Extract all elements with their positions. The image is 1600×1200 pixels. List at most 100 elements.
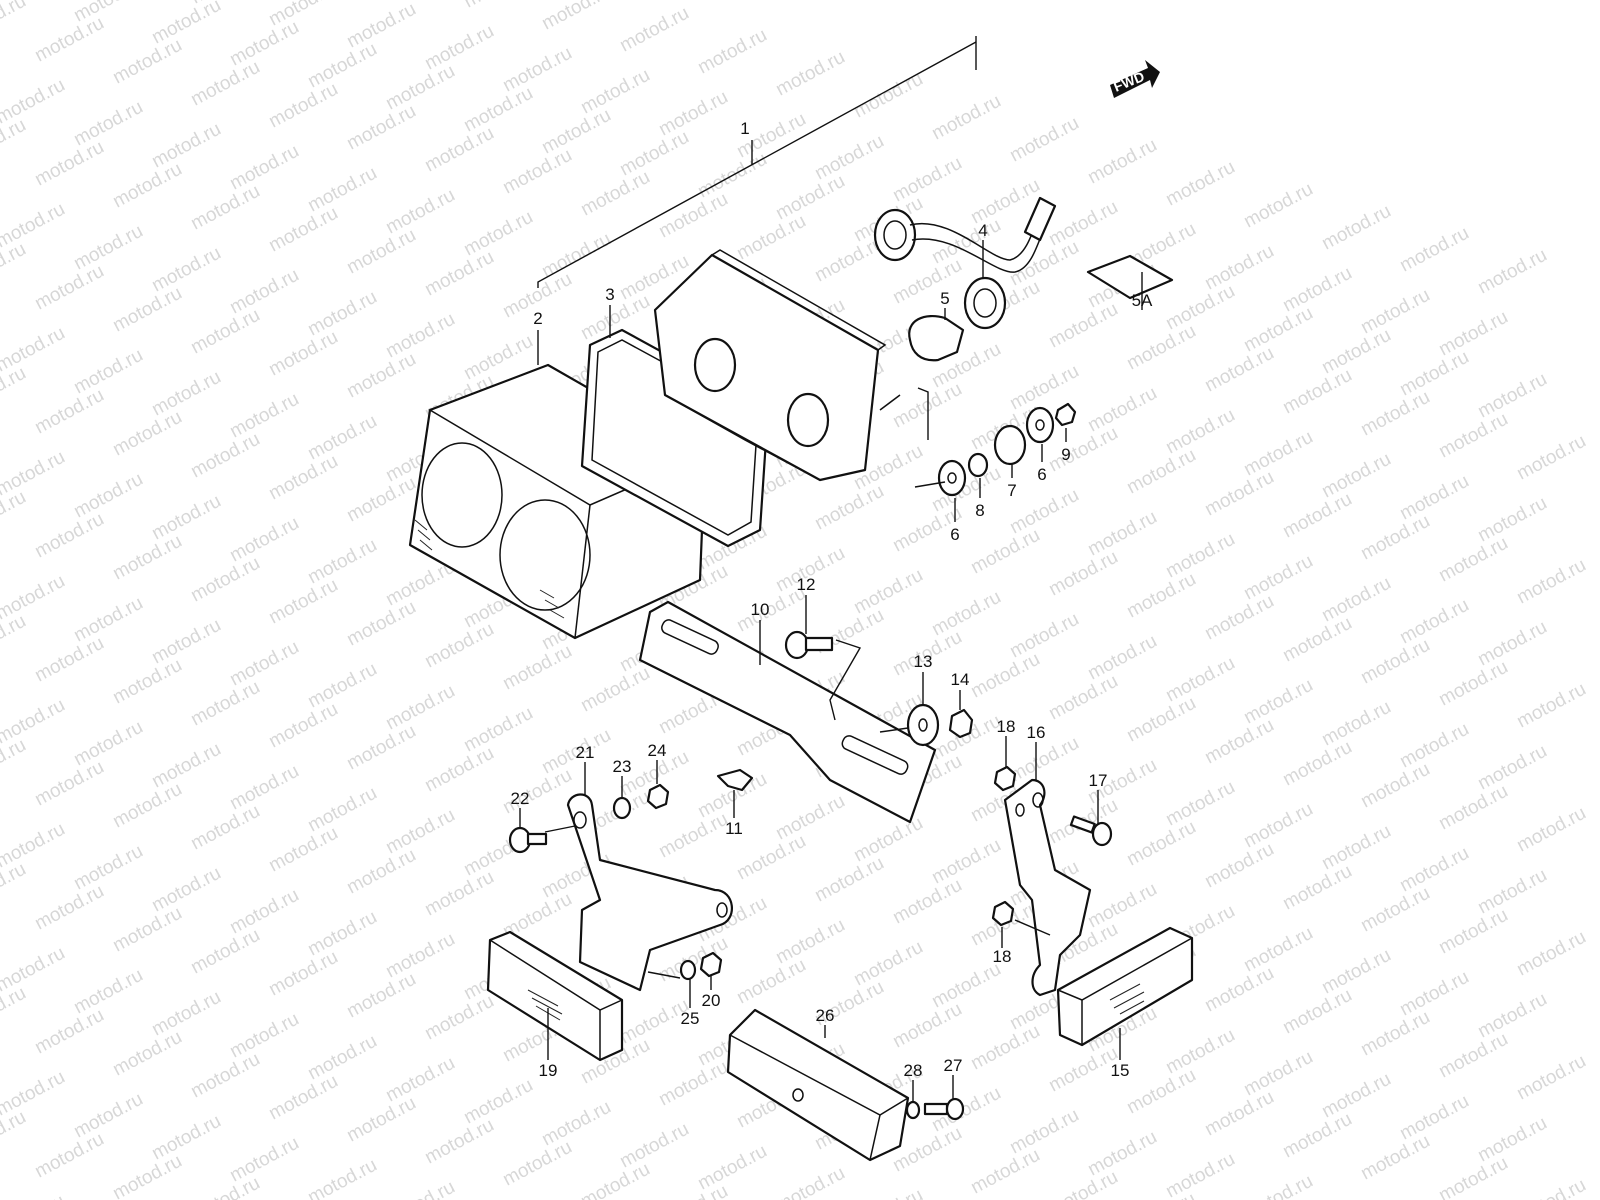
watermark-text: motod.ru xyxy=(1240,427,1316,481)
watermark-text: motod.ru xyxy=(1396,719,1472,773)
bulb xyxy=(908,314,965,362)
watermark-text: motod.ru xyxy=(1240,923,1316,977)
watermark-text: motod.ru xyxy=(616,127,692,181)
watermark-text: motod.ru xyxy=(1240,1047,1316,1101)
watermark-text: motod.ru xyxy=(655,1057,731,1111)
watermark-text: motod.ru xyxy=(811,481,887,535)
watermark-text: motod.ru xyxy=(421,247,497,301)
watermark-text: motod.ru xyxy=(265,699,341,753)
watermark-text: motod.ru xyxy=(1123,693,1199,747)
watermark-text: motod.ru xyxy=(109,1027,185,1081)
watermark-text: motod.ru xyxy=(70,345,146,399)
callout-5: 5 xyxy=(940,289,949,308)
watermark-text: motod.ru xyxy=(148,739,224,793)
watermark-text: motod.ru xyxy=(31,137,107,191)
watermark-text: motod.ru xyxy=(1396,471,1472,525)
watermark-text: motod.ru xyxy=(1045,547,1121,601)
watermark-text: motod.ru xyxy=(226,1133,302,1187)
callout-13: 13 xyxy=(914,652,933,671)
watermark-text: motod.ru xyxy=(1474,369,1550,423)
watermark-text: motod.ru xyxy=(538,1097,614,1151)
watermark-text: motod.ru xyxy=(421,123,497,177)
watermark-text: motod.ru xyxy=(1084,135,1160,189)
watermark-text: motod.ru xyxy=(577,65,653,119)
watermark-text: motod.ru xyxy=(148,863,224,917)
watermark-text: motod.ru xyxy=(304,535,380,589)
watermark-text: motod.ru xyxy=(343,845,419,899)
watermark-text: motod.ru xyxy=(382,61,458,115)
watermark-text: motod.ru xyxy=(1474,741,1550,795)
watermark-text: motod.ru xyxy=(304,1031,380,1085)
watermark-text: motod.ru xyxy=(1357,1131,1433,1185)
watermark-text: motod.ru xyxy=(226,1009,302,1063)
watermark-text: motod.ru xyxy=(1123,445,1199,499)
watermark-text: motod.ru xyxy=(1045,299,1121,353)
watermark-text: motod.ru xyxy=(1435,307,1511,361)
watermark-text: motod.ru xyxy=(889,875,965,929)
watermark-text: motod.ru xyxy=(109,283,185,337)
watermark-text: motod.ru xyxy=(772,791,848,845)
watermark-text: motod.ru xyxy=(1162,653,1238,707)
watermark-text: motod.ru xyxy=(343,349,419,403)
watermark-text: motod.ru xyxy=(343,721,419,775)
bolt-17 xyxy=(1069,815,1113,847)
watermark-text: motod.ru xyxy=(1435,533,1511,587)
watermark-text: motod.ru xyxy=(1435,1153,1511,1200)
watermark-text: motod.ru xyxy=(499,1137,575,1191)
callout-7: 7 xyxy=(1007,481,1016,500)
watermark-text: motod.ru xyxy=(772,915,848,969)
watermark-text: motod.ru xyxy=(1162,1149,1238,1200)
lamp-housing xyxy=(653,249,901,482)
watermark-text: motod.ru xyxy=(850,937,926,991)
watermark-text: motod.ru xyxy=(1318,1069,1394,1123)
watermark-text: motod.ru xyxy=(1474,493,1550,547)
watermark-text: motod.ru xyxy=(499,641,575,695)
watermark-text: motod.ru xyxy=(1435,1029,1511,1083)
watermark-text: motod.ru xyxy=(928,835,1004,889)
watermark-text: motod.ru xyxy=(1318,697,1394,751)
watermark-text: motod.ru xyxy=(70,97,146,151)
watermark-text: motod.ru xyxy=(850,565,926,619)
clip-11 xyxy=(716,768,754,792)
watermark-text: motod.ru xyxy=(1084,879,1160,933)
watermark-text: motod.ru xyxy=(1162,777,1238,831)
watermark-text: motod.ru xyxy=(577,167,653,221)
watermark-text: motod.ru xyxy=(538,229,614,283)
nut-18-upper xyxy=(993,765,1017,792)
watermark-text: motod.ru xyxy=(109,903,185,957)
watermark-text: motod.ru xyxy=(1435,781,1511,835)
watermark-text: motod.ru xyxy=(499,145,575,199)
watermark-text: motod.ru xyxy=(655,809,731,863)
watermark-text: motod.ru xyxy=(382,805,458,859)
watermark-text: motod.ru xyxy=(694,1141,770,1195)
watermark-text: motod.ru xyxy=(382,1177,458,1200)
watermark-text: motod.ru xyxy=(538,0,614,34)
watermark-text: motod.ru xyxy=(1396,843,1472,897)
watermark-text: motod.ru xyxy=(226,513,302,567)
nut-24 xyxy=(646,783,670,810)
watermark-text: motod.ru xyxy=(1396,595,1472,649)
watermark-text: motod.ru xyxy=(304,163,380,217)
callout-28: 28 xyxy=(904,1061,923,1080)
watermark-text: motod.ru xyxy=(1240,799,1316,853)
watermark-text: motod.ru xyxy=(148,491,224,545)
watermark-text: motod.ru xyxy=(1162,529,1238,583)
watermark-text: motod.ru xyxy=(187,677,263,731)
callout-9: 9 xyxy=(1061,445,1070,464)
watermark-text: motod.ru xyxy=(187,305,263,359)
watermark-text: motod.ru xyxy=(928,959,1004,1013)
watermark-text: motod.ru xyxy=(1513,927,1589,981)
license-light-26 xyxy=(726,1008,910,1162)
watermark-text: motod.ru xyxy=(226,141,302,195)
watermark-text: motod.ru xyxy=(655,1181,731,1200)
watermark-text: motod.ru xyxy=(1396,967,1472,1021)
watermark-text: motod.ru xyxy=(499,43,575,97)
watermark-text: motod.ru xyxy=(421,1115,497,1169)
watermark-text: motod.ru xyxy=(0,1107,30,1161)
watermark-text: motod.ru xyxy=(109,35,185,89)
callout-11: 11 xyxy=(725,819,743,838)
callout-4: 4 xyxy=(978,221,987,240)
watermark-text: motod.ru xyxy=(1006,485,1082,539)
bolt-12 xyxy=(784,630,834,660)
watermark-text: motod.ru xyxy=(1201,343,1277,397)
